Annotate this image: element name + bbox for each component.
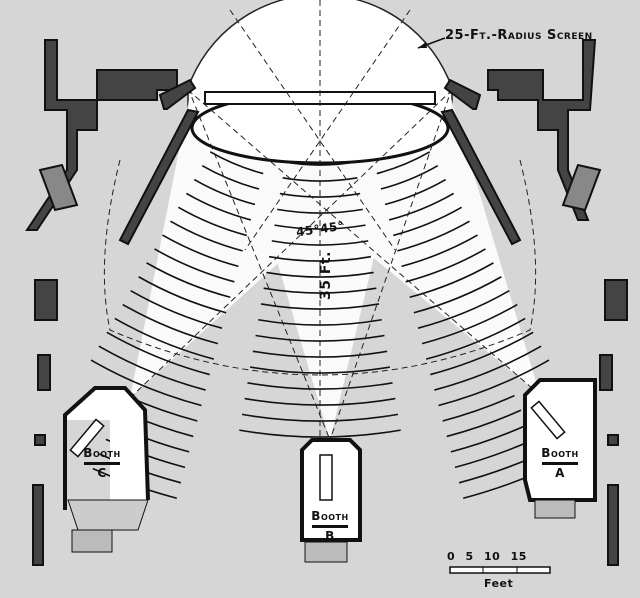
seat-row [98, 345, 206, 391]
seat-row [154, 248, 235, 283]
seat-row [384, 178, 447, 206]
booth-name: Booth [311, 509, 349, 523]
booth-c-outline [63, 386, 150, 553]
seat-row [209, 151, 264, 175]
seat-row [376, 151, 431, 175]
booth-c-label: Booth C [72, 446, 132, 480]
seat-row [434, 345, 542, 391]
seat-row [252, 350, 388, 358]
seat-row [397, 220, 470, 252]
sight-lines [103, 0, 541, 441]
seat-row [425, 317, 526, 360]
seat-row [417, 289, 510, 329]
distance-label: 35 Ft. [318, 251, 334, 300]
seat-row [260, 303, 380, 310]
booth-letter: A [542, 462, 578, 480]
seat-row [405, 248, 486, 283]
booth-name: Booth [541, 446, 579, 460]
seat-row [162, 234, 239, 268]
seat-row [193, 178, 256, 206]
booth-a-outline [523, 378, 597, 519]
seat-row [393, 206, 463, 237]
seat-row [177, 206, 247, 237]
seat-row [438, 359, 550, 407]
beam-booth-a [188, 95, 540, 395]
seat-row [380, 164, 439, 190]
seat-row [90, 359, 202, 407]
scale-numbers: 0 5 10 15 [447, 550, 527, 563]
seat-row [388, 192, 455, 221]
seat-row [247, 382, 393, 390]
seat-row [170, 220, 243, 252]
walls [25, 39, 628, 566]
seat-row [274, 224, 366, 230]
seat-row [413, 276, 502, 314]
booth-letter: B [312, 525, 348, 543]
seat-row [279, 192, 361, 198]
seat-row [446, 409, 522, 438]
seat-row [114, 317, 215, 360]
seat-row [146, 262, 231, 299]
seat-row [454, 438, 535, 469]
seat-row [185, 192, 252, 221]
booth-b-outline [300, 438, 362, 563]
seat-row [239, 429, 401, 438]
booth-letter: C [84, 462, 120, 480]
seat-row [122, 303, 219, 345]
seat-row [201, 164, 260, 190]
seat-row [401, 234, 478, 268]
seat-row [409, 262, 494, 299]
screen-label: 25-Ft.-Radius Screen [445, 28, 593, 43]
seat-row [130, 289, 223, 329]
seat-row [430, 331, 534, 376]
scale-bar [449, 566, 551, 574]
seat-row [106, 331, 210, 376]
booth-a-label: Booth A [530, 446, 590, 480]
seat-row [421, 303, 518, 345]
scale-unit: Feet [484, 577, 514, 590]
seat-row [442, 394, 515, 422]
seat-row [266, 271, 374, 278]
booth-b-label: Booth B [300, 509, 360, 543]
booth-name: Booth [83, 446, 121, 460]
